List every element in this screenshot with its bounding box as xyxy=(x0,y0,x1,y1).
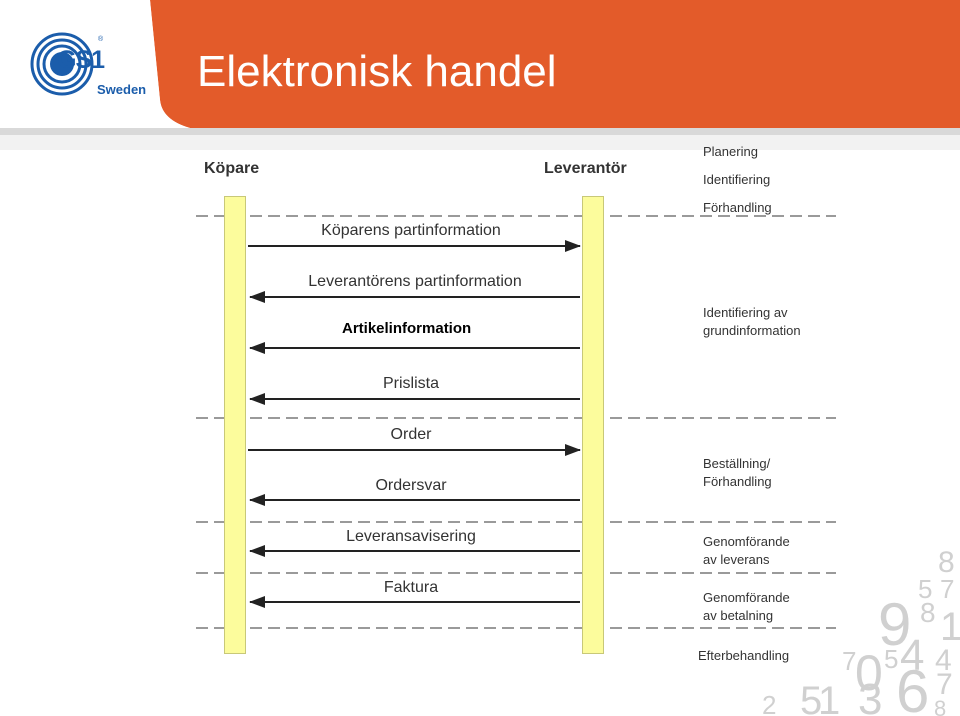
phase-line: Identifiering av xyxy=(703,305,788,320)
header-background xyxy=(0,0,960,150)
message-label: Artikelinformation xyxy=(342,320,472,337)
actor-supplier: Leverantör xyxy=(544,160,627,177)
phase-label: Planering xyxy=(703,143,758,161)
page-title: Elektronisk handel xyxy=(197,47,557,96)
lifeline-supplier xyxy=(582,196,604,654)
phase-label: Beställning/Förhandling xyxy=(703,455,772,491)
phase-label: Efterbehandling xyxy=(698,647,789,665)
message-label: Köparens partinformation xyxy=(321,222,501,239)
phase-label: Genomförande av leverans xyxy=(703,533,790,569)
phase-line: av betalning xyxy=(703,608,774,623)
phase-line: Identifiering xyxy=(703,172,771,187)
phase-line: Efterbehandling xyxy=(698,648,790,663)
phase-line: Planering xyxy=(703,144,758,159)
gs1-logo-icon xyxy=(30,32,94,96)
logo-subtitle: Sweden xyxy=(97,82,147,97)
logo-mark: GS1 xyxy=(57,46,105,74)
phase-line: av leverans xyxy=(703,552,770,567)
message-label: Prislista xyxy=(382,375,439,392)
message-label: Leveransavisering xyxy=(346,528,476,545)
phase-label: Identifiering xyxy=(703,171,770,189)
logo-registered: ® xyxy=(98,36,104,43)
actor-buyer: Köpare xyxy=(204,160,260,177)
message-label: Order xyxy=(390,426,432,443)
phase-line: Beställning/ xyxy=(703,456,771,471)
header: GS1 ® Sweden Elektronisk handel xyxy=(0,0,960,150)
phase-line: Förhandling xyxy=(703,474,772,489)
phase-line: Genomförande xyxy=(703,534,790,549)
phase-label: Identifiering av grundinformation xyxy=(703,304,801,340)
phase-label: Förhandling xyxy=(703,199,772,217)
message-label: Faktura xyxy=(383,579,439,596)
phase-line: grundinformation xyxy=(703,323,801,338)
phase-line: Förhandling xyxy=(703,200,772,215)
message-label: Ordersvar xyxy=(375,477,447,494)
lifeline-buyer xyxy=(224,196,246,654)
message-label: Leverantörens partinformation xyxy=(308,273,522,290)
phase-label: Genomförande av betalning xyxy=(703,589,790,625)
phase-line: Genomförande xyxy=(703,590,790,605)
